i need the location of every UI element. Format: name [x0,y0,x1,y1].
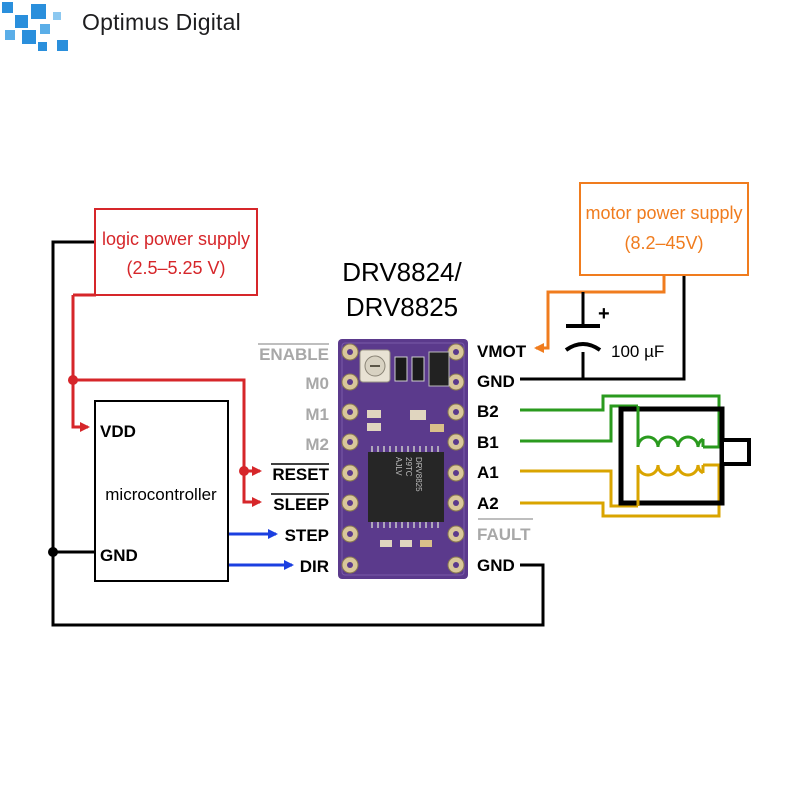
ic-marking-line1: DRV8825 [414,457,423,492]
capacitor-icon [564,292,602,352]
logic-supply-range: (2.5–5.25 V) [126,258,225,278]
capacitor-value: 100 µF [611,342,664,361]
motor-power-supply-box [579,182,749,276]
microcontroller-vdd-pin: VDD [100,422,136,441]
motor-supply-title: motor power supply [585,203,742,223]
coil-b-wires [520,394,721,449]
left-pin-labels: ENABLE M0 M1 M2 RESET SLEEP STEP DIR [259,345,330,576]
brand-name: Optimus Digital [82,9,241,35]
chip-title-line2: DRV8825 [346,292,458,322]
pin-enable-label: ENABLE [259,345,329,364]
pin-b1-label: B1 [477,433,499,452]
pin-gnd-top-label: GND [477,372,515,391]
microcontroller-label: microcontroller [105,485,217,504]
logic-power-wires [71,293,262,507]
pin-a2-label: A2 [477,494,499,513]
pin-gnd-bottom-label: GND [477,556,515,575]
coil-a-wires [520,463,721,518]
pin-b2-label: B2 [477,402,499,421]
pin-dir-label: DIR [300,557,329,576]
driver-board: DRV8825 29TC AJLV [338,339,468,579]
logic-junction-dot [68,375,78,385]
pin-sleep-label: SLEEP [273,495,329,514]
signal-wires [229,529,294,570]
logic-supply-title: logic power supply [102,229,250,249]
chip-title-line1: DRV8824/ [342,257,462,287]
microcontroller-gnd-pin: GND [100,546,138,565]
stepper-motor-icon [618,406,751,506]
pin-m1-label: M1 [305,405,329,424]
ground-wires [51,240,686,627]
pin-step-label: STEP [285,526,329,545]
pin-a1-label: A1 [477,463,499,482]
ic-marking-line3: AJLV [394,457,403,476]
pin-m2-label: M2 [305,435,329,454]
pin-fault-label: FAULT [477,525,531,544]
logic-power-supply-box [94,208,258,296]
capacitor-polarity: + [598,303,610,325]
reset-sleep-junction-dot [239,466,249,476]
ic-marking-line2: 29TC [404,457,413,477]
right-pin-labels: VMOT GND B2 B1 A1 A2 FAULT GND [477,342,531,575]
motor-power-wires [534,276,666,353]
pin-m0-label: M0 [305,374,329,393]
pin-reset-label: RESET [272,465,329,484]
motor-supply-range: (8.2–45V) [624,233,703,253]
active-low-overbars [258,343,533,520]
pin-vmot-label: VMOT [477,342,527,361]
ground-junction-dot [48,547,58,557]
optimus-digital-logo-icon [2,2,68,51]
microcontroller-box [94,400,229,582]
